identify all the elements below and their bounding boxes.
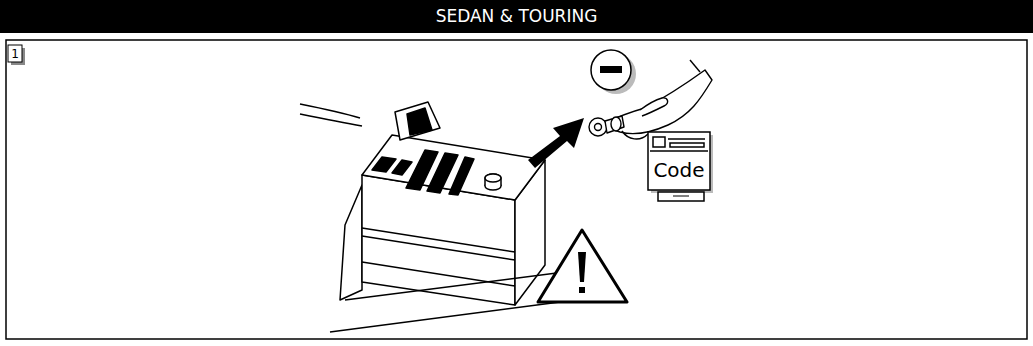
- terminal-clamp: [589, 118, 607, 136]
- terminal-post: [485, 174, 501, 186]
- clamp-bolt: [611, 117, 621, 131]
- radio-code-icon: [648, 132, 713, 201]
- cover-flap: [395, 102, 440, 140]
- vent: [392, 160, 412, 175]
- wrist-line: [690, 60, 700, 72]
- clamp-body: [605, 116, 624, 133]
- callout-number: 1: [11, 47, 19, 61]
- warning-triangle: [538, 230, 627, 302]
- radio-knob: [653, 137, 665, 147]
- finger: [622, 131, 648, 139]
- radio-divider: [650, 150, 708, 152]
- battery-tray: [340, 185, 362, 300]
- callout-box: [8, 45, 22, 62]
- title-bar: [0, 0, 1033, 33]
- page-title: SEDAN & TOURING: [0, 0, 1033, 33]
- terminal-hole: [595, 124, 602, 131]
- terminal-post-top: [485, 174, 501, 182]
- icon-label: Code: [653, 158, 704, 182]
- battery-seam: [362, 262, 515, 286]
- negative-symbol: [591, 50, 631, 90]
- cover-flap-dark: [407, 108, 432, 135]
- removal-arrow: [528, 118, 584, 168]
- vent: [372, 157, 396, 172]
- thumb: [640, 98, 668, 116]
- minus-bar: [600, 66, 622, 73]
- display-digits: [673, 196, 689, 197]
- vent: [449, 157, 474, 195]
- panel-frame: [6, 40, 1027, 339]
- radio-box: [648, 132, 710, 190]
- exclamation: [578, 252, 586, 282]
- battery-top: [362, 135, 545, 200]
- tray-edge: [330, 302, 560, 332]
- cable: [300, 114, 362, 126]
- code-display: [658, 192, 704, 201]
- hand-with-terminal: [589, 60, 712, 139]
- radio-slot: [670, 143, 704, 147]
- radio-line: [668, 138, 705, 140]
- battery-seam: [362, 236, 515, 260]
- battery: [300, 102, 580, 332]
- exclamation-dot: [579, 287, 585, 293]
